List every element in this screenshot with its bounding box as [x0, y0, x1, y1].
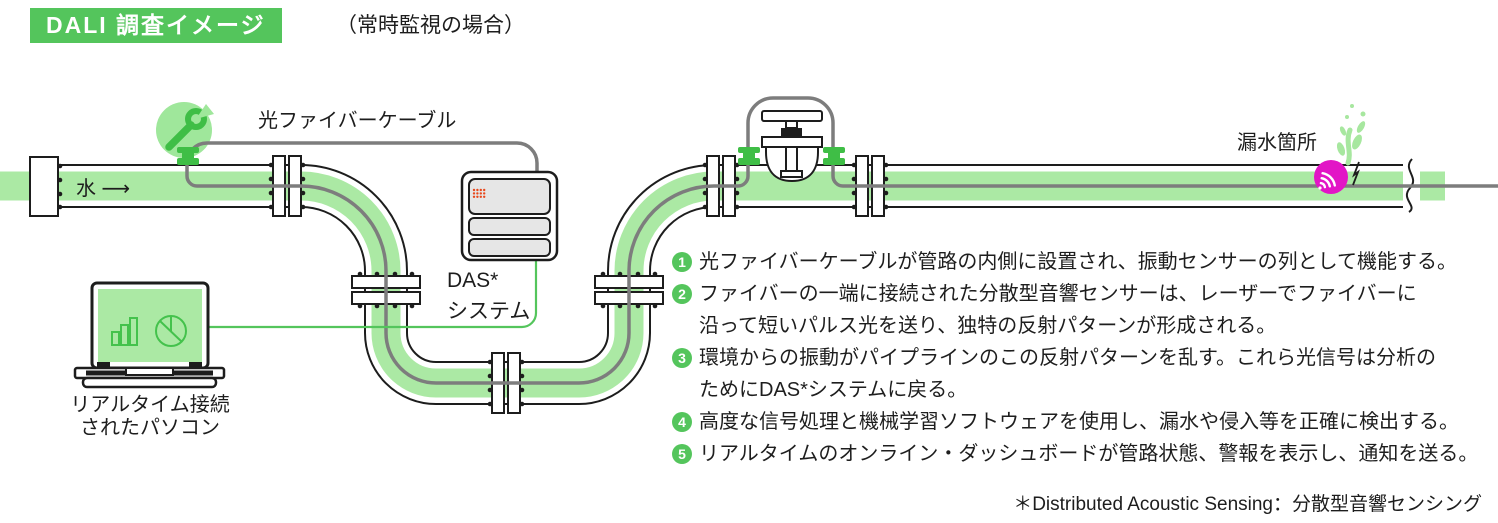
cable-fitting [738, 147, 760, 165]
cable-fitting [823, 147, 845, 165]
number-badge: 3 [672, 348, 692, 368]
number-badge: 2 [672, 284, 692, 304]
page-subtitle: （常時監視の場合） [336, 14, 525, 37]
status-led-grid [472, 188, 486, 198]
das-system-label: DAS* システム [447, 265, 530, 327]
laptop-screen [98, 289, 202, 362]
note-text: ファイバーの一端に接続された分散型音響センサーは、レーザーでファイバーに [699, 283, 1417, 305]
das-unit [460, 170, 559, 262]
note-text: ためにDAS*システムに戻る。 [699, 379, 968, 401]
valve [761, 110, 823, 183]
page-title: DALI 調査イメージ [30, 8, 282, 43]
bar-chart-icon [111, 317, 138, 346]
laptop-label-line2: されたパソコン [80, 417, 220, 439]
data-link-line [193, 259, 538, 329]
list-item: 1 光ファイバーケーブルが管路の内側に設置され、振動センサーの列として機能する。 [672, 246, 1498, 278]
valve-handle [761, 110, 823, 122]
list-item: 5 リアルタイムのオンライン・ダッシュボードが管路状態、警報を表示し、通知を送る… [672, 438, 1498, 470]
pipe-end-flange [29, 156, 63, 217]
das-label-line1: DAS* [447, 269, 499, 292]
number-badge: 4 [672, 412, 692, 432]
list-item: 4 高度な信号処理と機械学習ソフトウェアを使用し、漏水や侵入等を正確に検出する。 [672, 406, 1498, 438]
laptop-label-line1: リアルタイム接続 [70, 394, 230, 416]
leak-point [1314, 104, 1366, 194]
water-flow-label: 水 ⟶ [76, 178, 131, 200]
cable-fittings [177, 147, 845, 165]
flange-joint [268, 155, 306, 217]
note-text: 沿って短いパルス光を送り、独特の反射パターンが形成される。 [699, 315, 1277, 337]
laptop-label: リアルタイム接続 されたパソコン [38, 394, 262, 440]
crack-mark [1352, 161, 1360, 186]
fiber-cable [185, 96, 1498, 385]
fiber-cable-label: 光ファイバーケーブル [258, 110, 457, 132]
laptop [73, 281, 226, 389]
pie-chart-icon [155, 315, 187, 347]
leak-location-label: 漏水箇所 [1237, 132, 1317, 154]
list-item: 3 環境からの振動がパイプラインのこの反射パターンを乱す。これら光信号は分析の … [672, 342, 1498, 406]
flange-joints [29, 155, 889, 414]
das-label-line2: システム [447, 300, 531, 323]
footnote: ＊Distributed Acoustic Sensing：分散型音響センシング [1013, 494, 1482, 515]
water-splash [1336, 104, 1366, 166]
number-badge: 1 [672, 252, 692, 272]
note-text: 環境からの振動がパイプラインのこの反射パターンを乱す。これら光信号は分析の [699, 347, 1436, 369]
note-text: 光ファイバーケーブルが管路の内側に設置され、振動センサーの列として機能する。 [699, 251, 1457, 273]
explanation-list: 1 光ファイバーケーブルが管路の内側に設置され、振動センサーの列として機能する。… [672, 246, 1498, 470]
note-text: リアルタイムのオンライン・ダッシュボードが管路状態、警報を表示し、通知を送る。 [699, 443, 1479, 465]
number-badge: 5 [672, 444, 692, 464]
wrench-icon [165, 104, 214, 151]
vibration-waves-icon [1318, 172, 1336, 190]
note-text: 高度な信号処理と機械学習ソフトウェアを使用し、漏水や侵入等を正確に検出する。 [699, 411, 1459, 433]
list-item: 2 ファイバーの一端に接続された分散型音響センサーは、レーザーでファイバーに 沿… [672, 278, 1498, 342]
cable-fitting [177, 147, 199, 165]
